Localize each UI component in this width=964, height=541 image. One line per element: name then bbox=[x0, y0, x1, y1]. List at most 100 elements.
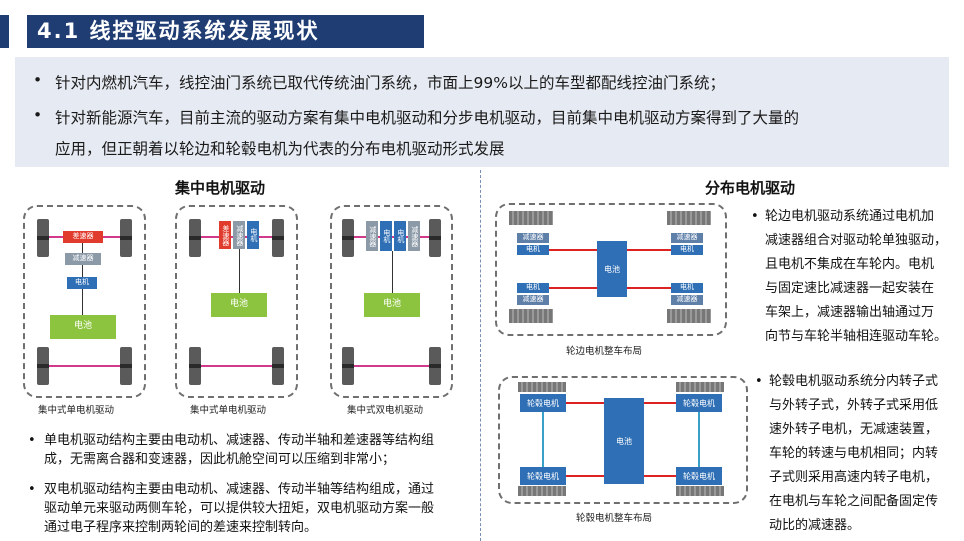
reducer-block: 减速器 bbox=[671, 233, 703, 243]
desc-line: 与外转子式，外转子式采用低 bbox=[769, 398, 939, 413]
differential-block: 差速器 bbox=[219, 221, 231, 249]
diagram-dual-motor: 减速器 电机 电机 减速器 电池 bbox=[330, 205, 453, 398]
link bbox=[82, 243, 83, 253]
reducer-block: 减速器 bbox=[233, 221, 245, 249]
bullet-dot: • bbox=[33, 71, 43, 89]
link bbox=[82, 289, 83, 315]
desc-line: 减速器组合对驱动轮单独驱动， bbox=[765, 233, 948, 248]
wheel bbox=[518, 486, 566, 496]
wheel bbox=[676, 382, 724, 392]
bullet-dot: • bbox=[755, 374, 763, 389]
wheel bbox=[37, 219, 49, 257]
wheel bbox=[37, 347, 49, 385]
bullet-dot: • bbox=[33, 106, 43, 124]
desc-line: 在电机与车轮之间配备固定传 bbox=[769, 494, 939, 509]
section-heading-centralized: 集中电机驱动 bbox=[175, 179, 266, 197]
note-dual-motor: • 双电机驱动结构主要由电动机、减速器、传动半轴等结构组成，通过驱动单元来驱动两… bbox=[28, 480, 444, 537]
desc-line: 轮毂电机驱动系统分内转子式 bbox=[769, 374, 939, 389]
diagram-caption: 集中式单电机驱动 bbox=[38, 405, 115, 416]
wheel bbox=[509, 211, 553, 225]
wheel bbox=[272, 219, 284, 257]
note-text: 双电机驱动结构主要由电动机、减速器、传动半轴等结构组成，通过驱动单元来驱动两侧车… bbox=[44, 482, 435, 535]
wheel bbox=[509, 309, 553, 323]
header-accent-bar bbox=[0, 15, 9, 48]
in-wheel-motor-layout: 轮毂电机 轮毂电机 轮毂电机 轮毂电机 电池 bbox=[498, 376, 748, 504]
in-wheel-description: • 轮毂电机驱动系统分内转子式 与外转子式，外转子式采用低 速外转子电机，无减速… bbox=[755, 370, 964, 538]
cable bbox=[542, 412, 544, 467]
desc-line: 与固定速比减速器一起安装在 bbox=[765, 281, 935, 296]
bullet-dot: • bbox=[751, 209, 759, 224]
cable bbox=[627, 287, 671, 289]
diagram-caption: 轮边电机整车布局 bbox=[566, 346, 643, 357]
desc-line: 向节与车轮半轴相连驱动车轮。 bbox=[765, 329, 948, 344]
link bbox=[392, 251, 393, 293]
section-divider bbox=[480, 170, 481, 541]
bullet-dot: • bbox=[28, 433, 36, 448]
link bbox=[239, 249, 240, 293]
wheel bbox=[342, 219, 354, 257]
cable bbox=[644, 402, 676, 404]
desc-line: 速外转子电机，无减速装置， bbox=[769, 422, 939, 437]
section-heading-distributed: 分布电机驱动 bbox=[705, 179, 796, 197]
motor-block: 电机 bbox=[671, 245, 703, 255]
wheel bbox=[429, 219, 441, 257]
motor-block: 电机 bbox=[380, 221, 392, 251]
diagram-caption: 集中式双电机驱动 bbox=[347, 405, 424, 416]
note-text: 单电机驱动结构主要由电动机、减速器、传动半轴和差速器等结构组成，无需离合器和变速… bbox=[44, 433, 435, 467]
page-title: 4.1 线控驱动系统发展现状 bbox=[27, 15, 424, 48]
diagram-caption: 集中式单电机驱动 bbox=[190, 405, 267, 416]
summary-box: • 针对内燃机汽车，线控油门系统已取代传统油门系统，市面上99%以上的车型都配线… bbox=[15, 57, 949, 167]
link bbox=[82, 265, 83, 277]
reducer-block: 减速器 bbox=[517, 295, 549, 305]
wheel bbox=[667, 309, 711, 323]
wheel bbox=[120, 347, 132, 385]
desc-line: 车轮的转速与电机相同；内转 bbox=[769, 446, 939, 461]
wheel bbox=[189, 219, 201, 257]
note-single-motor: • 单电机驱动结构主要由电动机、减速器、传动半轴和差速器等结构组成，无需离合器和… bbox=[28, 431, 444, 469]
diagram-caption: 轮毂电机整车布局 bbox=[576, 513, 653, 524]
bullet-text: 针对内燃机汽车，线控油门系统已取代传统油门系统，市面上99%以上的车型都配线控油… bbox=[55, 74, 725, 92]
cable bbox=[566, 402, 604, 404]
desc-line: 轮边电机驱动系统通过电机加 bbox=[765, 209, 935, 224]
battery-block: 电池 bbox=[364, 293, 420, 317]
cable bbox=[644, 475, 676, 477]
motor-block: 电机 bbox=[394, 221, 406, 251]
cable bbox=[549, 287, 597, 289]
reducer-block: 减速器 bbox=[366, 221, 378, 251]
bullet-text: 应用，但正朝着以轮边和轮毂电机为代表的分布电机驱动形式发展 bbox=[55, 140, 505, 158]
wheel bbox=[189, 347, 201, 385]
wheel bbox=[342, 347, 354, 385]
cable bbox=[566, 475, 604, 477]
rear-axle bbox=[354, 365, 429, 367]
bullet-text: 针对新能源汽车，目前主流的驱动方案有集中电机驱动和分步电机驱动，目前集中电机驱动… bbox=[55, 109, 800, 127]
diagram-single-motor-2: 差速器 减速器 电机 电池 bbox=[175, 205, 298, 398]
rear-axle bbox=[49, 365, 120, 367]
battery-block: 电池 bbox=[211, 293, 267, 317]
desc-line: 车架上，减速器输出轴通过万 bbox=[765, 305, 935, 320]
wheel bbox=[429, 347, 441, 385]
wheel bbox=[518, 382, 566, 392]
cable bbox=[698, 412, 700, 467]
desc-line: 子式则采用高速内转子电机， bbox=[769, 470, 939, 485]
motor-block: 电机 bbox=[247, 221, 259, 249]
in-wheel-motor-block: 轮毂电机 bbox=[676, 394, 722, 412]
in-wheel-motor-block: 轮毂电机 bbox=[676, 467, 722, 485]
desc-line: 动比的减速器。 bbox=[769, 518, 861, 533]
wheel bbox=[667, 211, 711, 225]
differential-block: 差速器 bbox=[63, 231, 103, 243]
desc-line: 且电机不集成在车轮内。电机 bbox=[765, 257, 935, 272]
battery-block: 电池 bbox=[597, 241, 627, 297]
in-wheel-motor-block: 轮毂电机 bbox=[520, 467, 566, 485]
reducer-block: 减速器 bbox=[671, 295, 703, 305]
rear-axle bbox=[201, 365, 272, 367]
bullet-dot: • bbox=[28, 482, 36, 497]
motor-block: 电机 bbox=[671, 283, 703, 293]
reducer-block: 减速器 bbox=[408, 221, 420, 251]
wheel bbox=[272, 347, 284, 385]
cable bbox=[627, 249, 671, 251]
hub-side-description: • 轮边电机驱动系统通过电机加 减速器组合对驱动轮单独驱动， 且电机不集成在车轮… bbox=[751, 205, 964, 349]
reducer-block: 减速器 bbox=[517, 233, 549, 243]
in-wheel-motor-block: 轮毂电机 bbox=[520, 394, 566, 412]
wheel bbox=[120, 219, 132, 257]
battery-block: 电池 bbox=[50, 315, 116, 339]
